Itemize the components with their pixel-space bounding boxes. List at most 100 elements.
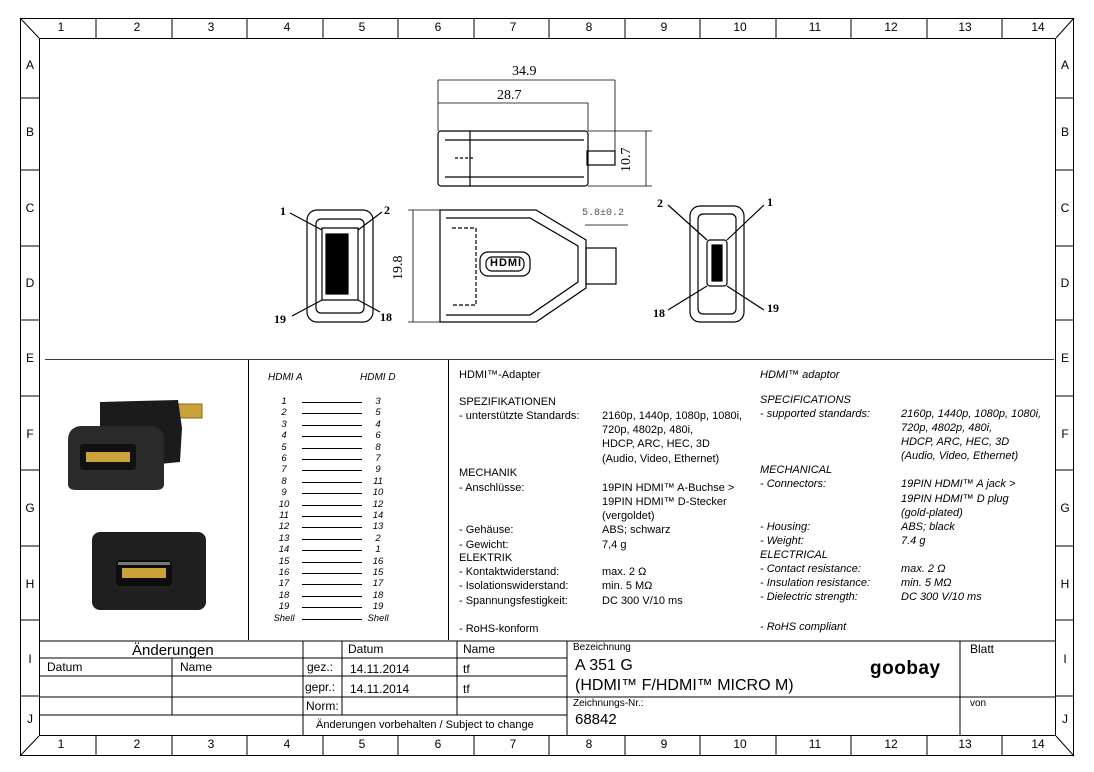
pinout-d-pin: 1	[375, 544, 381, 556]
col-label: 6	[434, 20, 442, 34]
pinout-a-pin: 3	[281, 418, 287, 430]
pinout-a-pin: 15	[278, 555, 290, 567]
changes-heading: Änderungen	[132, 642, 214, 659]
pin-label: 18	[380, 310, 392, 324]
col-label: 1	[57, 20, 65, 34]
row-label: E	[25, 351, 34, 365]
col-label: 3	[207, 737, 215, 751]
col-label: 5	[358, 737, 366, 751]
spec-en-weight-value: 7.4 g	[901, 535, 926, 547]
spec-en-std-value: 720p, 4802p, 480i,	[901, 422, 993, 434]
row-label: H	[1060, 577, 1070, 591]
dim-tip-width: 5.8±0.2	[582, 208, 625, 219]
pinout-wire	[302, 470, 362, 472]
col-datum: Datum	[47, 660, 83, 674]
gez-name: tf	[463, 662, 470, 676]
dimension-lines	[408, 79, 652, 323]
row-label: C	[25, 201, 35, 215]
col-label: 8	[585, 737, 593, 751]
spec-en-insul-label: - Insulation resistance:	[760, 577, 871, 589]
pinout-wire	[302, 459, 362, 460]
pinout-d-pin: 14	[372, 510, 384, 521]
spec-de-conn-value: (vergoldet)	[602, 510, 655, 522]
gepr-date: 14.11.2014	[350, 682, 410, 696]
product-photo-adapter	[68, 400, 203, 490]
col-label: 2	[133, 737, 141, 751]
pinout-wire	[302, 481, 362, 483]
pinout-d-pin: 12	[372, 498, 384, 510]
pinout-a-pin: 13	[278, 532, 290, 544]
col-label: 10	[733, 20, 747, 34]
pinout-divider	[248, 360, 249, 640]
spec-de-std-value: 720p, 4802p, 480i,	[602, 424, 694, 436]
spec-de-insul-value: min. 5 MΩ	[602, 580, 653, 592]
col-label: 13	[958, 20, 972, 34]
pinout-d-pin: 11	[373, 475, 383, 487]
norm-label: Norm:	[306, 699, 339, 713]
pinout-a-pin: 9	[281, 487, 287, 499]
pinout-a-pin: 11	[279, 510, 289, 521]
pinout-wire	[302, 618, 362, 620]
spec-de-rohs: - RoHS-konform	[459, 623, 539, 635]
spec-en-diel-value: DC 300 V/10 ms	[901, 591, 982, 603]
spec-en-title: HDMI™ adaptor	[760, 369, 840, 381]
pinout-d-pin: 10	[372, 487, 384, 499]
spec-de-contact-value: max. 2 Ω	[602, 566, 647, 578]
pin-label: 1	[280, 204, 286, 218]
col-label: 9	[660, 20, 668, 34]
pinout-wire	[302, 424, 362, 426]
spec-en-heading: SPECIFICATIONS	[760, 394, 851, 406]
col-label: 12	[884, 737, 898, 751]
pinout-a-pin: 16	[278, 567, 290, 578]
pinout-d-pin: 4	[375, 418, 381, 430]
spec-de-conn-value: 19PIN HDMI™ D-Stecker	[602, 496, 727, 508]
spec-de-conn-label: - Anschlüsse:	[459, 482, 525, 494]
col-label: 6	[434, 737, 442, 751]
col-label: 11	[808, 20, 822, 34]
disclaimer: Änderungen vorbehalten / Subject to chan…	[316, 719, 534, 731]
row-label: E	[1060, 351, 1069, 365]
technical-drawing	[45, 79, 1054, 360]
pinout-a-pin: 5	[281, 441, 287, 453]
row-label: G	[1060, 501, 1070, 515]
col-label: 8	[585, 20, 593, 34]
col-label: 5	[358, 20, 366, 34]
row-label: D	[1060, 276, 1070, 290]
dim-overall-length: 34.9	[512, 64, 537, 79]
pinout-d-pin: Shell	[367, 612, 389, 624]
front-view-left	[289, 209, 383, 323]
col-label: 10	[733, 737, 747, 751]
pin-label: 1	[767, 195, 773, 209]
pinout-d-pin: 6	[375, 430, 381, 442]
pinout-d-pin: 13	[372, 521, 384, 533]
gez-label: gez.:	[307, 660, 334, 674]
row-label: B	[1060, 125, 1069, 139]
row-label: H	[25, 577, 35, 591]
bezeichnung-label: Bezeichnung	[573, 642, 631, 653]
pinout-d-pin: 16	[372, 555, 384, 567]
row-label: B	[25, 125, 34, 139]
spec-de-insul-label: - Isolationswiderstand:	[459, 580, 569, 592]
pinout-a-pin: 17	[278, 578, 290, 590]
pinout-wire	[302, 561, 362, 563]
col-label: 4	[283, 737, 291, 751]
pinout-a-pin: 6	[281, 453, 287, 464]
pinout-wire	[302, 413, 362, 415]
pinout-a-pin: 12	[278, 521, 290, 533]
spec-de-weight-value: 7,4 g	[602, 539, 627, 551]
spec-de-housing-value: ABS; schwarz	[602, 524, 671, 536]
pinout-d-pin: 9	[375, 464, 381, 476]
spec-en-conn-label: - Connectors:	[760, 478, 827, 490]
logo-on-part: HDMI	[490, 257, 523, 269]
spec-de-title: HDMI™-Adapter	[459, 369, 541, 381]
pinout-wire	[302, 584, 362, 586]
pinout-wire	[302, 516, 362, 517]
pin-label: 2	[384, 203, 390, 217]
spec-en-std-value: HDCP, ARC, HEC, 3D	[901, 436, 1010, 448]
spec-de-std-label: - unterstützte Standards:	[459, 410, 580, 422]
spec-en-std-value: 2160p, 1440p, 1080p, 1080i,	[901, 408, 1042, 420]
spec-en-conn-value: (gold-plated)	[901, 507, 963, 519]
row-label: D	[25, 276, 35, 290]
spec-de-heading: SPEZIFIKATIONEN	[459, 396, 556, 408]
